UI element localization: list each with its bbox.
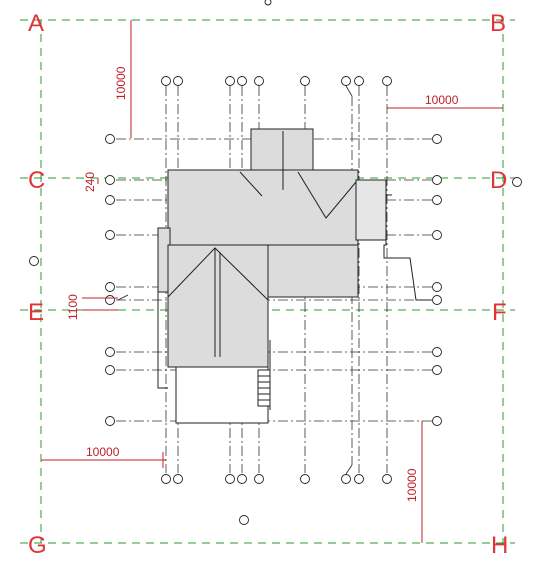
grid-bubble [432,365,442,375]
right-terrace-wall [383,182,432,301]
grid-bubble [432,416,442,426]
dimension-lines [41,20,503,543]
grid-bubble [237,76,247,86]
leader-line [117,294,129,301]
corner-label-d: D [490,167,507,194]
grid-bubble [432,282,442,292]
grid-bubble [300,474,310,484]
marker-circle-left [29,256,39,266]
grid-bubble [341,474,351,484]
grid-bubble [341,76,351,86]
corner-label-g: G [28,532,47,559]
grid-bubble [105,282,115,292]
grid-bubble [105,195,115,205]
dim-text-bottom-left: 10000 [86,445,120,459]
corner-label-h: H [491,532,508,559]
grid-bubble [237,474,247,484]
roof-ridge-3 [239,171,263,197]
grid-bubble [300,76,310,86]
dim-text-top-right: 10000 [425,93,459,107]
dim-text-left-mid: 1100 [66,294,80,320]
grid-bubble [432,175,442,185]
dim-text-top-left: 10000 [114,66,128,100]
leader-line [345,464,353,475]
roof-right-strip [355,179,387,241]
corner-label-b: B [490,10,506,37]
dim-text-bottom-right: 10000 [405,468,419,502]
side-wall-left [157,292,168,389]
leader-lines [117,85,353,475]
grid-bubble [354,76,364,86]
grid-bubble [382,474,392,484]
grid-bubble [254,474,264,484]
corner-label-e: E [28,299,44,326]
corner-label-a: A [28,10,44,37]
grid-bubble [432,347,442,357]
grid-bubble [105,347,115,357]
grid-bubble [161,76,171,86]
marker-circle-top [264,0,272,6]
grid-bubble [173,474,183,484]
grid-bubble [254,76,264,86]
marker-circle-bottom [239,515,249,525]
grid-bubbles-bottom [161,474,392,484]
dim-text-left-small: 240 [83,172,97,192]
grid-bubble [354,474,364,484]
misc-markers [29,0,522,525]
leader-line [345,85,353,97]
grid-bubble [382,76,392,86]
grid-bubble [105,416,115,426]
grid-bubble [105,295,115,305]
roof-ridge-2 [297,171,357,219]
grid-bubble [432,295,442,305]
grid-bubble [105,230,115,240]
grid-bubbles-top [161,76,392,86]
grid-bubbles-left [105,134,115,426]
grid-bubble [105,175,115,185]
roof-lower-block [167,244,269,368]
grid-bubble [105,134,115,144]
grid-bubble [225,474,235,484]
dim-line-left-mid [82,297,118,311]
grid-bubble [225,76,235,86]
grid-bubble [105,365,115,375]
grid-bubble [432,230,442,240]
corner-label-f: F [492,299,507,326]
grid-bubble [173,76,183,86]
grid-bubble [432,134,442,144]
marker-circle-right [512,177,522,187]
grid-bubble [432,195,442,205]
grid-bubble [161,474,171,484]
grid-bubbles-right [432,134,442,426]
corner-label-c: C [28,167,45,194]
stair-treads [258,375,270,401]
building-footprint [157,128,432,424]
lower-annex [175,366,269,424]
